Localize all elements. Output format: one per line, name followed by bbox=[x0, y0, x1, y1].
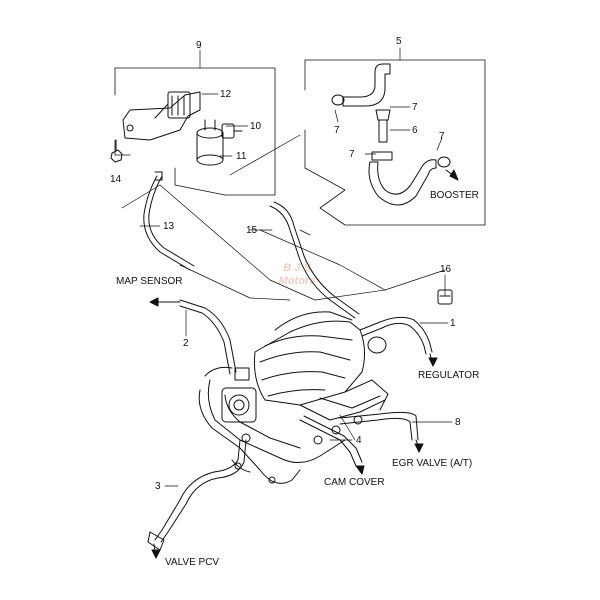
clip-16 bbox=[437, 289, 453, 305]
callout-16: 16 bbox=[440, 264, 452, 275]
hose-4 bbox=[299, 415, 363, 467]
label-cam-cover: CAM COVER bbox=[324, 477, 385, 488]
hose-15 bbox=[269, 201, 360, 319]
label-map-sensor: MAP SENSOR bbox=[116, 276, 183, 287]
hose-1 bbox=[359, 316, 433, 355]
bolt-14 bbox=[110, 139, 123, 163]
callout-7-right: 7 bbox=[439, 131, 445, 142]
vacuum-switch-bracket bbox=[122, 91, 201, 141]
callout-8: 8 bbox=[455, 417, 461, 428]
callout-2: 2 bbox=[183, 338, 189, 349]
callout-4: 4 bbox=[356, 435, 362, 446]
callout-11: 11 bbox=[236, 151, 247, 162]
hose-8 bbox=[339, 411, 419, 441]
callout-7-lower: 7 bbox=[349, 149, 355, 160]
callout-15: 15 bbox=[246, 225, 258, 236]
callout-5: 5 bbox=[396, 36, 402, 47]
intake-manifold bbox=[198, 311, 389, 484]
watermark-logo: B J S Motors bbox=[258, 262, 336, 322]
callout-12: 12 bbox=[220, 89, 232, 100]
solenoid-valve bbox=[196, 119, 243, 166]
box-9-outline bbox=[114, 67, 276, 196]
booster-hose bbox=[331, 63, 451, 206]
callout-7-left: 7 bbox=[334, 125, 340, 136]
callout-13: 13 bbox=[163, 221, 175, 232]
hose-13 bbox=[143, 171, 195, 271]
label-regulator: REGULATOR bbox=[418, 370, 480, 381]
watermark-brand: B J S bbox=[283, 262, 311, 274]
hose-3 bbox=[147, 439, 247, 551]
callout-3: 3 bbox=[155, 481, 161, 492]
label-egr-valve: EGR VALVE (A/T) bbox=[392, 458, 473, 469]
label-valve-pcv: VALVE PCV bbox=[165, 557, 220, 568]
callout-1: 1 bbox=[450, 318, 456, 329]
callout-7-upper: 7 bbox=[412, 102, 418, 113]
callout-6: 6 bbox=[412, 125, 418, 136]
callout-9: 9 bbox=[196, 40, 202, 51]
label-booster: BOOSTER bbox=[430, 190, 479, 201]
watermark-brand-2: Motors bbox=[278, 275, 316, 287]
box-5-outline bbox=[304, 59, 486, 226]
callout-10: 10 bbox=[250, 121, 262, 132]
hose-2 bbox=[179, 299, 250, 381]
callout-14: 14 bbox=[110, 174, 122, 185]
direction-arrows bbox=[149, 169, 459, 559]
